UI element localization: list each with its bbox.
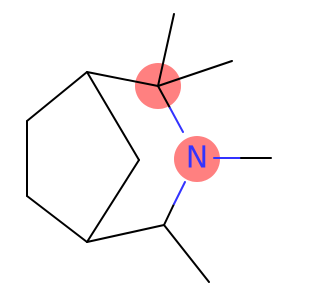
bond-quaternary-carbon-to-n-carbon-half [157,85,171,109]
bond-bridgehead-top-to-bridge-carbon [86,71,140,161]
bond-bridgehead-top-to-c5 [26,71,88,122]
molecule-canvas: N [26,13,272,283]
bond-methyl-c4 [163,224,210,283]
highlight-nitrogen [174,136,220,182]
bond-bridge-carbon-to-bridgehead-bottom [86,159,140,243]
bond-methyl-2 [157,60,233,87]
nitrogen-label: N [186,141,208,176]
molecule-structure: N [26,13,272,283]
bond-bridgehead-bottom-to-c4 [86,224,165,243]
bond-bridgehead-top-to-quaternary-carbon [86,71,159,87]
bond-methyl-1 [157,13,175,87]
bond-c4-to-n-nitrogen-half [173,181,186,205]
bond-quaternary-carbon-to-n-nitrogen-half [169,107,184,133]
bond-c4-to-n-carbon-half [163,203,175,226]
bond-c6-to-bridgehead-bottom [26,195,88,243]
